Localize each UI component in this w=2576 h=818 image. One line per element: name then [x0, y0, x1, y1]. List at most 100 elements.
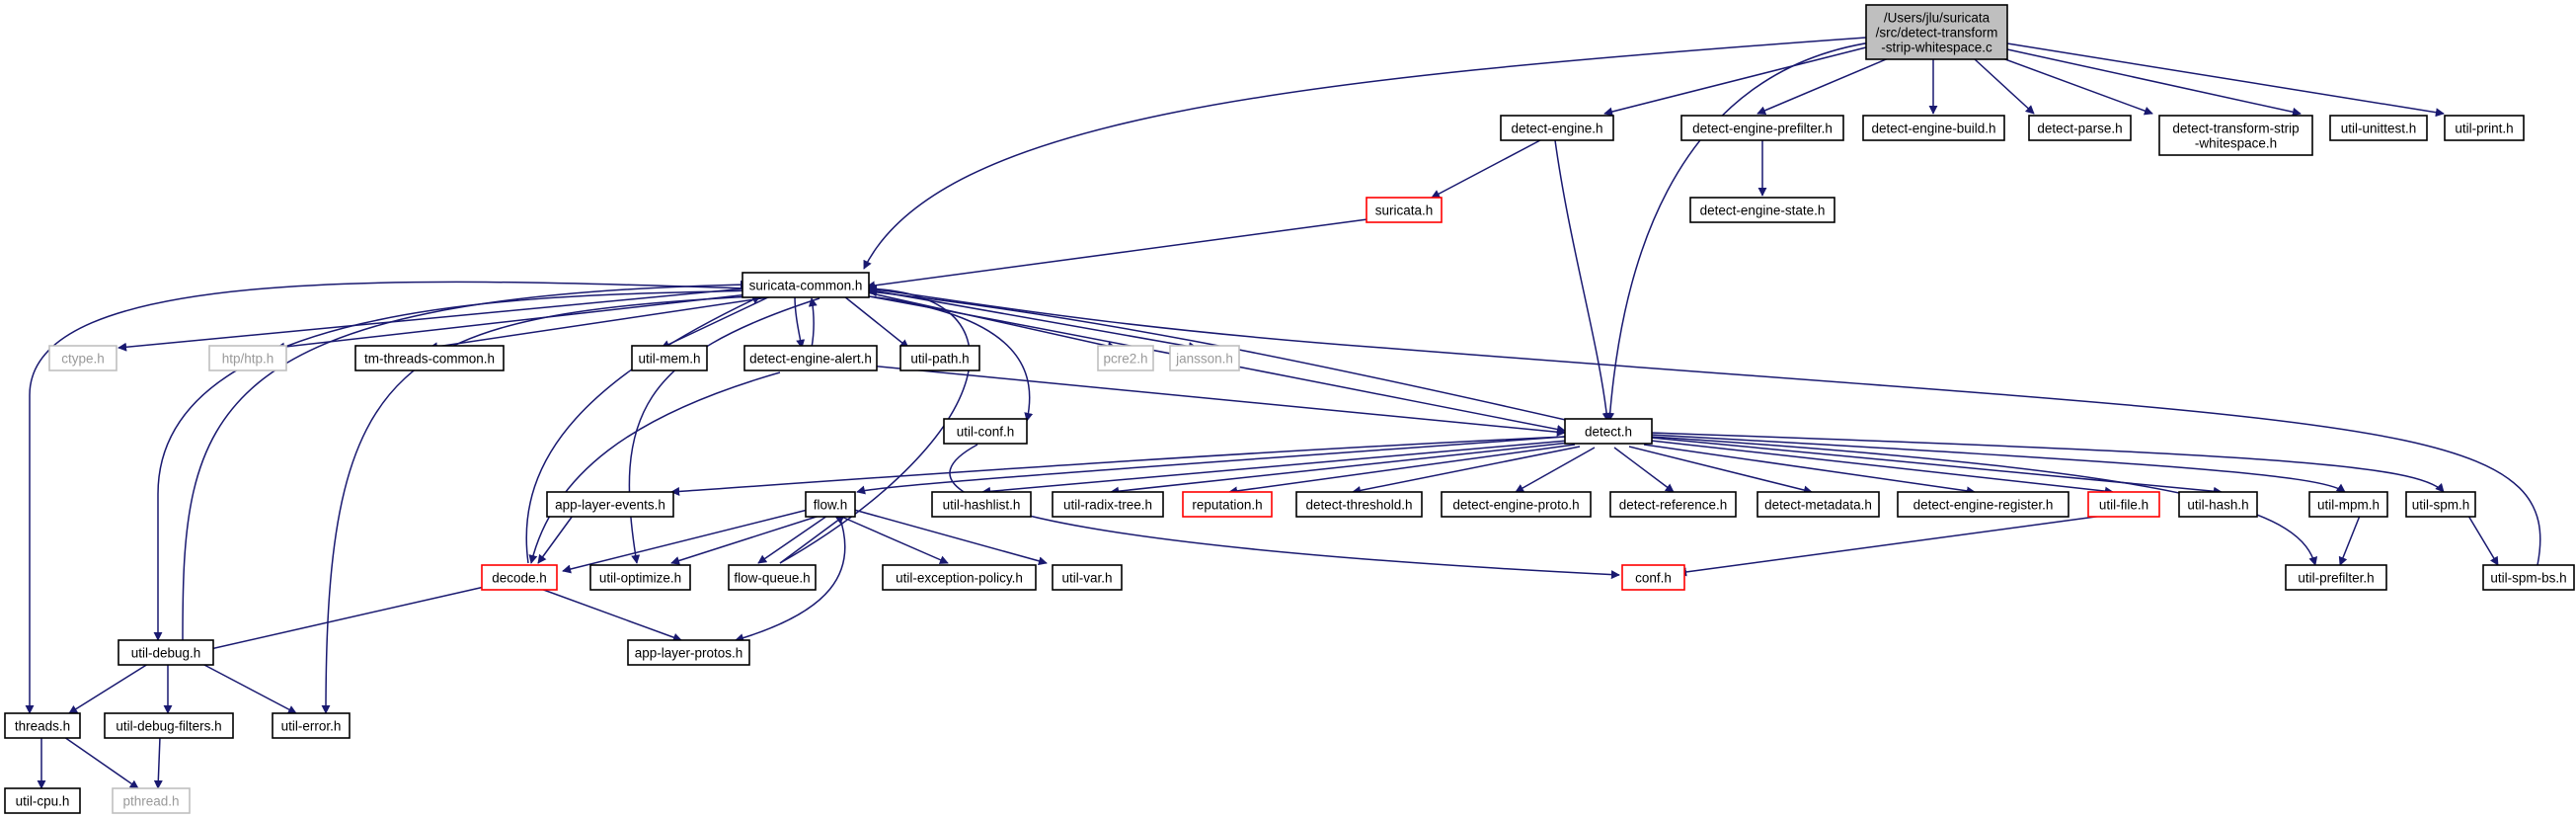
node-detect-engine-alert[interactable]: detect-engine-alert.h: [743, 345, 878, 371]
edge-detect-to-util-file: [1650, 440, 2114, 496]
node-label: detect-reference.h: [1619, 498, 1728, 513]
node-flow-h[interactable]: flow.h: [805, 491, 856, 518]
node-label: decode.h: [492, 571, 547, 586]
edge-sc-to-htp: [275, 293, 749, 352]
node-app-layer-protos[interactable]: app-layer-protos.h: [627, 639, 750, 666]
node-box: [1621, 564, 1685, 591]
node-detect-metadata[interactable]: detect-metadata.h: [1756, 491, 1880, 518]
edge-detect-to-util-mpm: [1650, 434, 2346, 493]
node-util-debug[interactable]: util-debug.h: [117, 639, 214, 666]
edge-detect-to-app-layer-events: [670, 436, 1566, 496]
node-util-hash[interactable]: util-hash.h: [2178, 491, 2258, 518]
node-box: [4, 712, 81, 739]
node-box: [882, 564, 1037, 591]
edge-alert-to-detect-h: [868, 365, 1566, 437]
edge-root-to-detect-engine: [1603, 46, 1867, 117]
edge-util-spm-bs-to-sc: [866, 285, 2541, 566]
node-util-spm[interactable]: util-spm.h: [2405, 491, 2476, 518]
node-detect-engine-prefilter[interactable]: detect-engine-prefilter.h: [1680, 115, 1844, 141]
node-box: [112, 787, 191, 814]
node-box: [1862, 115, 2005, 141]
edge-detect-engine-to-detect-h: [1554, 139, 1611, 422]
node-label: util-path.h: [910, 352, 969, 367]
node-detect-engine-proto[interactable]: detect-engine-proto.h: [1441, 491, 1592, 518]
node-util-exception-policy[interactable]: util-exception-policy.h: [882, 564, 1037, 591]
node-decode-h[interactable]: decode.h: [481, 564, 558, 591]
edge-flow-to-app-layer-protos: [735, 515, 846, 643]
edge-detect-to-flow: [856, 436, 1566, 495]
node-label: ctype.h: [61, 352, 105, 367]
node-util-spm-bs[interactable]: util-spm-bs.h: [2482, 564, 2575, 591]
node-box: [743, 345, 878, 371]
edge-detect-to-detect-engine-register: [1643, 444, 1976, 496]
edge-detect-to-detect-reference: [1613, 447, 1675, 493]
edge-detect-to-detect-threshold: [1352, 446, 1581, 495]
node-util-error[interactable]: util-error.h: [272, 712, 351, 739]
node-box: [1052, 564, 1123, 591]
node-app-layer-events[interactable]: app-layer-events.h: [546, 491, 674, 518]
node-util-optimize[interactable]: util-optimize.h: [589, 564, 691, 591]
node-box: [931, 491, 1032, 518]
node-pthread: pthread.h: [112, 787, 191, 814]
node-box: [631, 345, 708, 371]
node-jansson: jansson.h: [1169, 345, 1240, 371]
node-detect-engine-state[interactable]: detect-engine-state.h: [1689, 197, 1835, 223]
node-util-path[interactable]: util-path.h: [899, 345, 980, 371]
node-label: util-error.h: [281, 719, 342, 734]
node-suricata-h[interactable]: suricata.h: [1366, 197, 1443, 223]
node-util-radix-tree[interactable]: util-radix-tree.h: [1052, 491, 1164, 518]
node-root[interactable]: /Users/jlu/suricata/src/detect-transform…: [1865, 4, 2008, 60]
node-label: tm-threads-common.h: [364, 352, 495, 367]
node-box: [2158, 115, 2313, 156]
node-detect-engine-register[interactable]: detect-engine-register.h: [1897, 491, 2069, 518]
node-label: threads.h: [15, 719, 70, 734]
node-util-cpu[interactable]: util-cpu.h: [4, 787, 81, 814]
node-box: [4, 787, 81, 814]
node-box: [1564, 418, 1653, 445]
edge-app-layer-events-to-decode: [537, 515, 574, 564]
node-tm-threads-common[interactable]: tm-threads-common.h: [354, 345, 505, 371]
node-conf-h[interactable]: conf.h: [1621, 564, 1685, 591]
node-util-prefilter[interactable]: util-prefilter.h: [2285, 564, 2387, 591]
node-util-conf[interactable]: util-conf.h: [943, 418, 1028, 445]
node-util-file[interactable]: util-file.h: [2087, 491, 2160, 518]
edge-flow-to-decode: [562, 508, 813, 574]
edge-root-to-util-unittest: [2006, 48, 2302, 117]
edge-sc-to-util-error: [321, 295, 753, 714]
edge-sc-to-jansson: [866, 288, 1198, 352]
node-util-var[interactable]: util-var.h: [1052, 564, 1123, 591]
node-box: [2329, 115, 2428, 141]
node-box: [2028, 115, 2132, 141]
node-util-hashlist[interactable]: util-hashlist.h: [931, 491, 1032, 518]
node-util-debug-filters[interactable]: util-debug-filters.h: [104, 712, 234, 739]
edge-flow-to-flow-queue: [757, 515, 828, 564]
node-threads[interactable]: threads.h: [4, 712, 81, 739]
node-detect-h[interactable]: detect.h: [1564, 418, 1653, 445]
node-util-print[interactable]: util-print.h: [2444, 115, 2525, 141]
node-label: flow.h: [814, 498, 848, 513]
node-util-mem[interactable]: util-mem.h: [631, 345, 708, 371]
node-detect-transform-strip[interactable]: detect-transform-strip-whitespace.h: [2158, 115, 2313, 156]
node-box: [2178, 491, 2258, 518]
node-util-unittest[interactable]: util-unittest.h: [2329, 115, 2428, 141]
node-suricata-common[interactable]: suricata-common.h: [742, 272, 870, 298]
node-label: util-hash.h: [2187, 498, 2248, 513]
node-detect-reference[interactable]: detect-reference.h: [1609, 491, 1737, 518]
edge-root-to-detect-h: [1605, 39, 1897, 422]
node-detect-threshold[interactable]: detect-threshold.h: [1295, 491, 1423, 518]
node-box: [48, 345, 117, 371]
node-flow-queue[interactable]: flow-queue.h: [728, 564, 817, 591]
edge-root-to-detect-transform-strip: [1993, 54, 2153, 116]
node-label: util-file.h: [2099, 498, 2148, 513]
node-label: util-optimize.h: [599, 571, 681, 586]
node-label: detect-threshold.h: [1305, 498, 1412, 513]
edge-util-debug-to-threads: [68, 663, 149, 714]
node-label: util-mem.h: [638, 352, 700, 367]
node-reputation[interactable]: reputation.h: [1182, 491, 1273, 518]
node-detect-engine[interactable]: detect-engine.h: [1500, 115, 1614, 141]
node-label: detect-engine.h: [1511, 122, 1602, 136]
node-detect-parse[interactable]: detect-parse.h: [2028, 115, 2132, 141]
node-util-mpm[interactable]: util-mpm.h: [2308, 491, 2388, 518]
edge-sc-to-ctype: [117, 287, 746, 352]
node-detect-engine-build[interactable]: detect-engine-build.h: [1862, 115, 2005, 141]
